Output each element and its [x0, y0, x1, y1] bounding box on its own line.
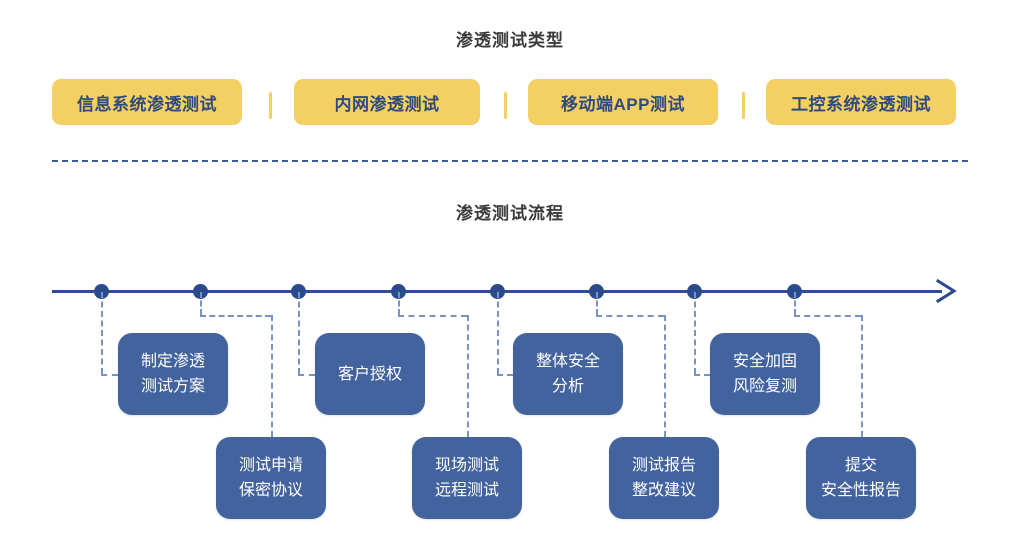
types-section-title: 渗透测试类型 [456, 31, 564, 50]
type-chip-2[interactable]: 内网渗透测试 [294, 79, 480, 125]
connector-step-6-v1 [596, 292, 598, 315]
connector-step-1-h [101, 374, 118, 376]
process-step-line: 测试申请 [238, 457, 303, 474]
process-step-line: 远程测试 [434, 482, 499, 499]
process-step-line: 制定渗透 [140, 353, 205, 370]
type-chip-3[interactable]: 移动端APP测试 [528, 79, 718, 125]
timeline-node-4[interactable] [391, 284, 406, 299]
process-step-line: 保密协议 [238, 482, 303, 499]
process-step-line: 提交 [844, 457, 877, 474]
type-chip-1[interactable]: 信息系统渗透测试 [52, 79, 242, 125]
section-divider [52, 160, 968, 162]
process-step-line: 安全性报告 [820, 482, 901, 499]
connector-step-1-v [101, 292, 103, 374]
connector-step-6-h [596, 315, 664, 317]
connector-step-2-h [200, 315, 271, 317]
type-chip-4[interactable]: 工控系统渗透测试 [766, 79, 956, 125]
connector-step-8-v1 [794, 292, 796, 315]
connector-step-3-h [298, 374, 315, 376]
process-step-line: 现场测试 [434, 457, 499, 474]
process-step-box-2[interactable]: 测试申请保密协议 [216, 437, 326, 519]
timeline-node-6[interactable] [589, 284, 604, 299]
connector-step-2-v1 [200, 292, 202, 315]
process-step-line: 整体安全 [535, 353, 600, 370]
process-step-line: 测试报告 [631, 457, 696, 474]
connector-step-8-h [794, 315, 861, 317]
process-step-box-6[interactable]: 测试报告整改建议 [609, 437, 719, 519]
connector-step-4-v1 [398, 292, 400, 315]
timeline-node-2[interactable] [193, 284, 208, 299]
timeline-node-7[interactable] [687, 284, 702, 299]
process-step-line: 风险复测 [732, 378, 797, 395]
connector-step-2-v2 [271, 315, 273, 437]
process-step-box-4[interactable]: 现场测试远程测试 [412, 437, 522, 519]
connector-step-4-v2 [467, 315, 469, 437]
process-step-line: 整改建议 [631, 482, 696, 499]
process-step-box-1[interactable]: 制定渗透测试方案 [118, 333, 228, 415]
timeline-node-5[interactable] [490, 284, 505, 299]
connector-step-7-h [694, 374, 710, 376]
connector-step-5-v [497, 292, 499, 374]
connector-step-7-v [694, 292, 696, 374]
timeline-node-1[interactable] [94, 284, 109, 299]
process-step-box-8[interactable]: 提交安全性报告 [806, 437, 916, 519]
timeline-node-3[interactable] [291, 284, 306, 299]
connector-step-5-h [497, 374, 513, 376]
chip-separator-3 [742, 92, 745, 119]
connector-step-6-v2 [664, 315, 666, 437]
process-step-box-3[interactable]: 客户授权 [315, 333, 425, 415]
process-step-line: 客户授权 [337, 365, 402, 383]
process-step-line: 安全加固 [732, 353, 797, 370]
process-step-box-5[interactable]: 整体安全分析 [513, 333, 623, 415]
timeline-node-8[interactable] [787, 284, 802, 299]
connector-step-4-h [398, 315, 467, 317]
process-step-line: 测试方案 [140, 378, 205, 395]
flow-section-title: 渗透测试流程 [456, 204, 564, 223]
chip-separator-1 [269, 92, 272, 119]
timeline-arrow-icon [935, 278, 957, 304]
connector-step-8-v2 [861, 315, 863, 437]
chip-separator-2 [504, 92, 507, 119]
process-step-line: 分析 [551, 378, 584, 395]
process-step-box-7[interactable]: 安全加固风险复测 [710, 333, 820, 415]
connector-step-3-v [298, 292, 300, 374]
